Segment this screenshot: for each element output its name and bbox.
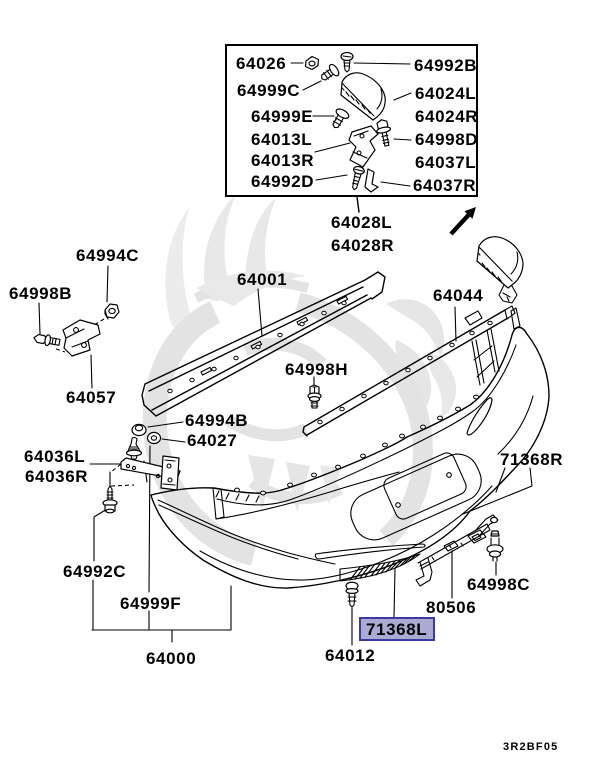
svg-text:64001: 64001 [237,270,287,289]
svg-text:64999E: 64999E [251,107,313,126]
svg-text:64994B: 64994B [185,411,248,430]
svg-text:64999F: 64999F [120,594,181,613]
svg-text:64992D: 64992D [251,172,314,191]
svg-text:64027: 64027 [187,431,237,450]
svg-text:64028L: 64028L [331,213,392,232]
svg-text:64994C: 64994C [76,246,139,265]
svg-text:64036L: 64036L [24,447,85,466]
svg-text:64000: 64000 [146,649,196,668]
svg-text:64999C: 64999C [237,81,300,100]
svg-text:64024L: 64024L [415,84,476,103]
svg-text:64998H: 64998H [285,360,348,379]
svg-text:64998D: 64998D [415,130,478,149]
svg-text:64024R: 64024R [415,107,478,126]
svg-text:64057: 64057 [66,388,116,407]
svg-text:71368R: 71368R [500,450,563,469]
svg-text:64998C: 64998C [467,575,530,594]
svg-text:3R2BF05: 3R2BF05 [503,741,558,753]
svg-text:64012: 64012 [325,646,375,665]
svg-text:64992C: 64992C [63,562,126,581]
svg-text:64026: 64026 [236,54,286,73]
svg-text:64013L: 64013L [251,130,312,149]
svg-text:64036R: 64036R [25,467,88,486]
svg-text:64998B: 64998B [9,284,72,303]
svg-text:64013R: 64013R [251,151,314,170]
svg-text:64037L: 64037L [415,153,476,172]
svg-text:64044: 64044 [433,286,483,305]
svg-text:64028R: 64028R [331,236,394,255]
svg-text:71368L: 71368L [366,620,427,639]
svg-text:80506: 80506 [426,598,476,617]
svg-text:64992B: 64992B [414,56,477,75]
svg-text:64037R: 64037R [413,176,476,195]
